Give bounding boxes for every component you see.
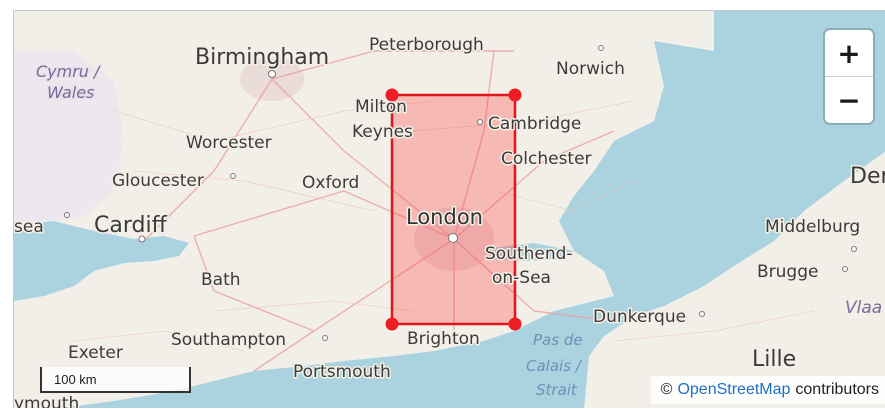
label-plymouth: ymouth (14, 394, 79, 408)
label-oxford: Oxford (302, 173, 359, 193)
map-viewport[interactable]: Birmingham Peterborough Norwich Cymru / … (13, 10, 885, 408)
label-norwich: Norwich (556, 59, 625, 79)
attribution: © OpenStreetMap contributors (650, 376, 885, 404)
label-calais: Calais / (526, 357, 583, 375)
label-wales: Wales (47, 83, 94, 102)
label-bath: Bath (201, 270, 241, 290)
label-pas-de: Pas de (533, 331, 583, 349)
copyright-symbol: © (660, 381, 673, 398)
label-vlaa: Vlaa (845, 298, 882, 318)
selection-rectangle[interactable] (390, 93, 517, 326)
label-london: London (406, 205, 483, 229)
selection-handle-top-right[interactable] (508, 88, 522, 102)
road-network (143, 50, 615, 372)
wales-land (14, 51, 124, 226)
zoom-in-button[interactable]: + (825, 30, 873, 77)
label-middelburg: Middelburg (765, 217, 860, 237)
label-lille: Lille (752, 347, 796, 372)
label-brighton: Brighton (407, 329, 480, 349)
label-dunkerque: Dunkerque (593, 307, 686, 327)
label-cambridge: Cambridge (488, 114, 581, 134)
label-exeter: Exeter (68, 343, 123, 363)
label-gloucester: Gloucester (112, 171, 204, 191)
city-markers (64, 45, 857, 341)
continent-land (584, 151, 885, 408)
label-brugge: Brugge (757, 262, 818, 282)
map-tiles[interactable]: Birmingham Peterborough Norwich Cymru / … (14, 11, 885, 408)
selection-handle-bottom-right[interactable] (508, 317, 522, 331)
label-keynes: Keynes (352, 122, 413, 142)
label-portsmouth: Portsmouth (293, 362, 391, 382)
label-southampton: Southampton (171, 330, 286, 350)
label-cymru: Cymru / (36, 62, 101, 81)
thames-estuary (484, 243, 574, 261)
scale-label: 100 km (54, 372, 97, 387)
bristol-channel (14, 221, 189, 301)
label-milton: Milton (355, 97, 407, 117)
label-den: Den (850, 164, 885, 189)
label-peterborough: Peterborough (369, 35, 484, 55)
label-swansea: sea (14, 217, 44, 237)
zoom-out-button[interactable]: − (837, 83, 861, 117)
selection-handle-bottom-left[interactable] (385, 317, 399, 331)
label-cardiff: Cardiff (94, 213, 168, 238)
attribution-suffix: contributors (795, 381, 879, 398)
label-on-sea: on-Sea (492, 268, 551, 288)
england-land (14, 11, 714, 408)
label-southend: Southend- (485, 244, 573, 264)
scale-bar: 100 km (40, 367, 191, 393)
label-worcester: Worcester (186, 133, 272, 153)
selection-handle-top-left[interactable] (385, 88, 399, 102)
minor-roads (73, 100, 815, 352)
label-birmingham: Birmingham (195, 45, 329, 70)
label-colchester: Colchester (501, 149, 592, 169)
openstreetmap-link[interactable]: OpenStreetMap (677, 381, 791, 398)
label-strait: Strait (536, 381, 578, 399)
zoom-control: + − (825, 30, 873, 123)
